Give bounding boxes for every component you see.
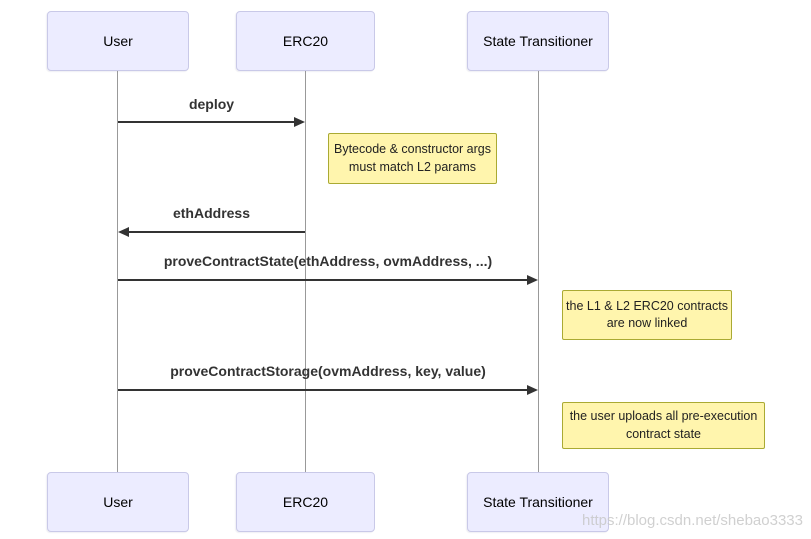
note-line: must match L2 params	[348, 159, 477, 174]
note-line: the L1 & L2 ERC20 contracts	[566, 298, 728, 313]
actor-top-user: User	[47, 11, 189, 71]
actor-label: ERC20	[282, 494, 329, 510]
actor-bottom-state-transitioner: State Transitioner	[467, 472, 609, 532]
note-line: the user uploads all pre-execution	[569, 409, 758, 423]
actor-label: State Transitioner	[483, 33, 593, 49]
actor-label: User	[103, 33, 133, 49]
actor-top-state-transitioner: State Transitioner	[467, 11, 609, 71]
lifeline-user	[117, 71, 118, 472]
message-label-provecontractstorage: proveContractStorage(ovmAddress, key, va…	[170, 363, 486, 379]
arrowhead-left-icon	[118, 227, 129, 237]
watermark: https://blog.csdn.net/shebao3333	[581, 512, 803, 529]
message-arrow-deploy	[118, 121, 295, 123]
actor-bottom-user: User	[47, 472, 189, 532]
lifeline-erc20	[305, 71, 306, 472]
lifeline-state-transitioner	[538, 71, 539, 472]
message-label-ethaddress: ethAddress	[172, 205, 251, 221]
note-line: Bytecode & constructor args	[333, 142, 492, 156]
arrowhead-right-icon	[527, 385, 538, 395]
message-label-provecontractstate: proveContractState(ethAddress, ovmAddres…	[163, 253, 493, 269]
arrowhead-right-icon	[527, 275, 538, 285]
note-line: contract state	[625, 426, 702, 441]
actor-label: User	[103, 494, 133, 510]
note-bytecode-constructor: Bytecode & constructor args must match L…	[328, 133, 497, 184]
message-label-deploy: deploy	[188, 96, 235, 112]
message-arrow-ethaddress	[128, 231, 305, 233]
note-preexecution-state: the user uploads all pre-execution contr…	[562, 402, 765, 449]
note-line: are now linked	[606, 316, 688, 330]
actor-label: State Transitioner	[483, 494, 593, 510]
actor-label: ERC20	[282, 33, 329, 49]
note-contracts-linked: the L1 & L2 ERC20 contracts are now link…	[562, 290, 732, 340]
actor-top-erc20: ERC20	[236, 11, 375, 71]
message-arrow-provecontractstate	[118, 279, 527, 281]
message-arrow-provecontractstorage	[118, 389, 527, 391]
arrowhead-right-icon	[294, 117, 305, 127]
actor-bottom-erc20: ERC20	[236, 472, 375, 532]
